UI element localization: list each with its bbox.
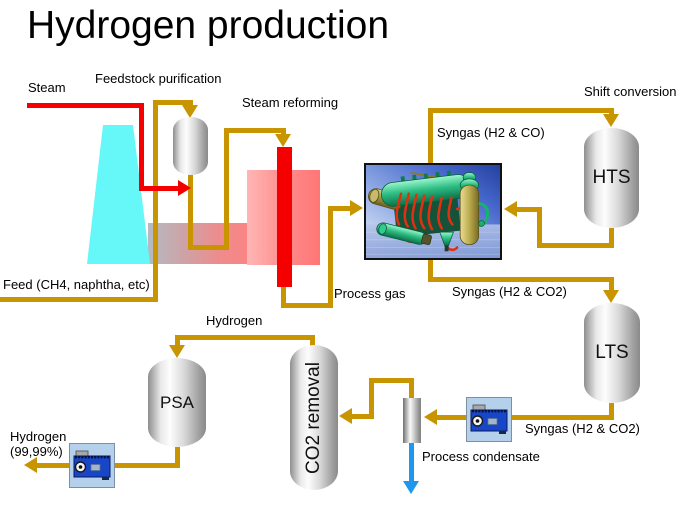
heat-gradient-band: [148, 223, 250, 264]
feed-arrow-icon: [182, 105, 198, 118]
reformer-3d-image: [364, 163, 502, 260]
pipe-hts-outlet: [537, 243, 614, 248]
pipe-purified-feed: [188, 245, 229, 250]
pipe-hts-outlet: [609, 228, 614, 248]
steam-label: Steam: [28, 80, 66, 95]
pipe-process-gas: [328, 206, 354, 211]
condensate-line: [409, 443, 414, 482]
pipe-syngas-h2-co2: [609, 277, 614, 290]
hydrogen-product-arrow-icon: [24, 457, 37, 473]
pipe-purified-feed: [188, 173, 193, 250]
compressor-art: [466, 397, 512, 442]
hts-inlet-arrow-icon: [603, 114, 619, 127]
co2-removal-label: CO2 removal: [303, 361, 324, 474]
psa-vessel: PSA: [148, 358, 206, 447]
pipe-lts-outlet: [437, 415, 614, 420]
pipe-hts-outlet: [537, 207, 542, 248]
reformer-tube-bar: [277, 147, 292, 287]
syngas-h2-co2-lower-label: Syngas (H2 & CO2): [525, 421, 640, 436]
pipe-process-gas: [328, 206, 333, 308]
pipe-lts-outlet: [609, 403, 614, 420]
steam-line: [139, 103, 144, 191]
pipe-purified-feed: [224, 128, 286, 133]
pipe-hydrogen-product: [175, 447, 180, 465]
hts-label: HTS: [592, 167, 631, 188]
hydrogen-product-line1: Hydrogen: [10, 429, 67, 444]
condensate-separator-vessel: [403, 398, 421, 443]
pipe-feed: [153, 100, 193, 105]
pipe-separator-outlet: [409, 378, 414, 400]
pipe-syngas-h2-co2: [428, 277, 614, 282]
hts-vessel: HTS: [584, 128, 639, 228]
feed-label: Feed (CH4, naphtha, etc): [3, 277, 150, 292]
separator-inlet-arrow-icon: [424, 409, 437, 425]
purification-vessel: [173, 117, 208, 175]
reformer-3d-art: [366, 165, 500, 258]
pipe-feed: [0, 297, 158, 302]
shift-conversion-label: Shift conversion: [584, 84, 677, 99]
pipe-process-gas: [281, 303, 333, 308]
pipe-hts-outlet: [516, 207, 542, 212]
pipe-feed: [153, 100, 158, 302]
syngas-compressor-image: [466, 397, 512, 442]
steam-line: [139, 186, 179, 191]
syngas-h2-co2-upper-label: Syngas (H2 & CO2): [452, 284, 567, 299]
feedstock-purification-label: Feedstock purification: [95, 71, 222, 86]
hydrogen-product-line2: (99,99%): [10, 444, 63, 459]
lts-vessel: LTS: [584, 303, 640, 403]
pipe-process-gas: [281, 287, 286, 308]
co2-removal-vessel: CO2 removal: [290, 345, 338, 490]
exchanger-inlet-arrow-icon: [350, 200, 363, 216]
page-title: Hydrogen production: [27, 4, 390, 47]
psa-inlet-arrow-icon: [169, 345, 185, 358]
pipe-separator-outlet: [352, 414, 374, 419]
pipe-syngas-h2-co: [609, 108, 614, 115]
reformer-inlet-arrow-icon: [275, 134, 291, 147]
steam-arrow-icon: [178, 180, 191, 196]
pipe-hydrogen: [175, 335, 315, 340]
steam-line: [27, 103, 144, 108]
pipe-syngas-h2-co2: [428, 258, 433, 282]
steam-reforming-label: Steam reforming: [242, 95, 339, 110]
psa-label: PSA: [159, 392, 195, 412]
process-condensate-label: Process condensate: [422, 449, 540, 464]
pipe-separator-outlet: [369, 378, 414, 383]
pipe-purified-feed: [224, 128, 229, 250]
lts-inlet-arrow-icon: [603, 290, 619, 303]
hydrogen-product-label: Hydrogen (99,99%): [10, 429, 66, 459]
pipe-syngas-h2-co: [428, 108, 614, 113]
co2-removal-inlet-arrow-icon: [339, 408, 352, 424]
lts-label: LTS: [595, 342, 629, 363]
compressor-art: [69, 443, 115, 488]
exchanger-return-arrow-icon: [504, 201, 517, 217]
pipe-purified-feed: [281, 128, 286, 135]
pipe-separator-outlet: [369, 378, 374, 419]
pipe-feed: [188, 100, 193, 106]
pipe-hydrogen: [175, 335, 180, 346]
condensate-arrow-icon: [403, 481, 419, 494]
pipe-syngas-h2-co: [428, 108, 433, 165]
process-gas-label: Process gas: [334, 286, 406, 301]
hydrogen-label: Hydrogen: [206, 313, 263, 328]
pipe-hydrogen: [310, 337, 315, 346]
hydrogen-compressor-image: [69, 443, 115, 488]
syngas-h2-co-label: Syngas (H2 & CO): [437, 125, 545, 140]
